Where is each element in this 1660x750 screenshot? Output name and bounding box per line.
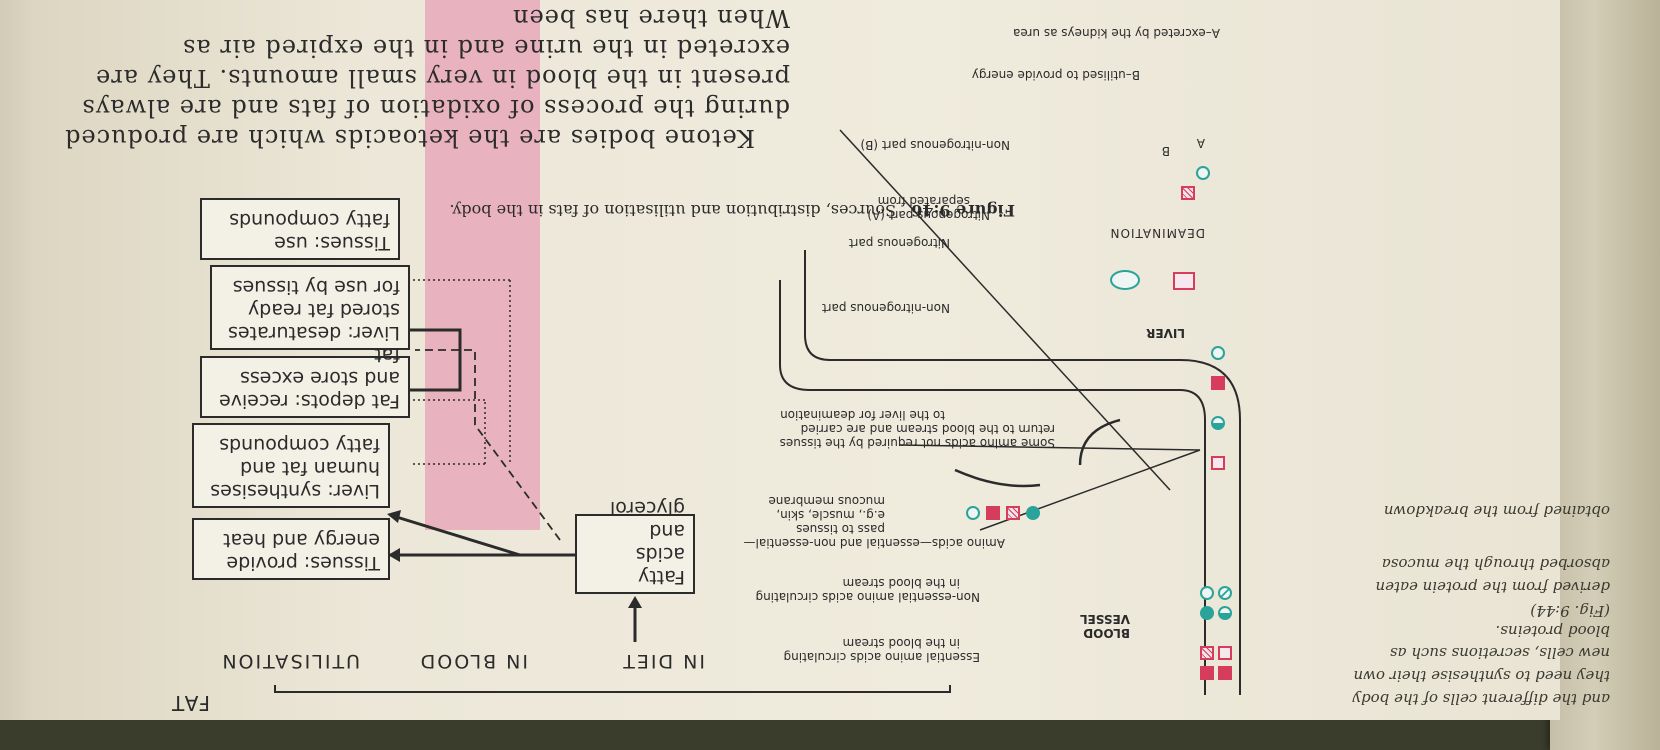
- essential-label-line: Essential amino acids circulating: [783, 650, 980, 664]
- liver-symbol: [1110, 270, 1140, 290]
- body-line: during the process of oxidation of fats …: [81, 94, 790, 122]
- non-essential-symbol: [1218, 606, 1232, 620]
- tissue-symbol: [1026, 506, 1040, 520]
- tissue-curve-1: [1078, 418, 1121, 466]
- letter-b: B: [1161, 144, 1170, 158]
- a-excreted-label: A–excreted by the kidneys as urea: [1013, 26, 1220, 40]
- tissue-curve-2: [954, 468, 1041, 488]
- liver-branch-line-2: [899, 444, 1201, 451]
- some-amino-line: to the liver for deamination: [780, 408, 945, 422]
- fatty-to-liver-line: [389, 513, 521, 557]
- fat-depots-line: Fat depots: receive: [219, 390, 400, 412]
- body-line: present in the blood in very small amoun…: [95, 64, 790, 92]
- tissues-use-box: Tissues: use fatty compounds: [200, 198, 400, 260]
- liver-label: LIVER: [1146, 326, 1185, 340]
- tissues-energy-box: Tissues: provide energy and heat: [192, 518, 390, 580]
- fatty-acids-line: glycerol: [609, 497, 685, 519]
- liver-branch-line-3: [839, 129, 1171, 491]
- b-utilised-label: B–utilised to provide energy: [971, 68, 1140, 82]
- fatty-acids-line: Fatty acids: [635, 543, 685, 588]
- depots-loop-line: [405, 328, 462, 392]
- non-nitro-b-label-2: Non-nitrogenous part (B): [860, 138, 1010, 152]
- liver-arrow-head: [387, 510, 401, 523]
- essential-symbol: [1218, 646, 1232, 660]
- some-amino-line: return to the blood stream and are carri…: [800, 422, 1055, 436]
- liver-desaturates-box: Liver: desaturates stored fat ready for …: [210, 265, 410, 350]
- non-essential-line: Non-essential amino acids circulating: [755, 590, 980, 604]
- amino-pass-label: Amino acids—essential and non-essential—…: [744, 494, 1005, 550]
- energy-arrow-head: [388, 548, 400, 562]
- deamination-symbol: [1196, 166, 1210, 180]
- vessel-symbol: [1211, 376, 1225, 390]
- fat-col-utilisation: UTILISATION: [220, 650, 360, 672]
- fat-col-diet: IN DIET: [621, 650, 705, 672]
- body-line: Ketone bodies are the ketoacids which ar…: [64, 124, 755, 152]
- some-amino-label: Some amino acids not required by the tis…: [780, 408, 1055, 450]
- liver-desat-line: stored fat ready: [247, 299, 400, 321]
- tissues-energy-line: energy and heat: [223, 529, 380, 551]
- non-essential-symbol: [1200, 586, 1214, 600]
- liver-desat-line: Liver: desaturates: [228, 322, 400, 344]
- fat-header-bracket: [274, 685, 951, 693]
- vessel-label: VESSEL: [1079, 612, 1130, 626]
- liver-desat-line: for use by tissues: [232, 276, 400, 298]
- liver-symbol: [1173, 272, 1195, 290]
- liver-synth-line: fatty compounds: [219, 434, 380, 456]
- some-amino-line: Some amino acids not required by the tis…: [779, 436, 1055, 450]
- liver-synth-line: Liver: synthesises: [210, 480, 380, 502]
- dashed-line-desat: [415, 349, 561, 541]
- liver-synth-line: human fat and: [240, 457, 380, 479]
- body-line: excreted in the urine and in the expired…: [182, 34, 790, 62]
- figure-caption: Figure 9:46 Sources, distribution and ut…: [449, 201, 1015, 220]
- tissues-use-line: Tissues: use: [274, 232, 390, 254]
- essential-label: Essential amino acids circulating in the…: [784, 636, 980, 664]
- fat-depots-box: Fat depots: receive and store excess fat: [200, 344, 410, 418]
- vessel-symbol: [1211, 456, 1225, 470]
- non-essential-symbol: [1218, 586, 1232, 600]
- liver-synth-box: Liver: synthesises human fat and fatty c…: [192, 423, 390, 508]
- nitrogenous-label: Nitrogenous part: [848, 236, 950, 250]
- figure-label: Figure 9:46: [911, 201, 1015, 220]
- fat-title: FAT: [169, 691, 210, 715]
- non-essential-label: Non-essential amino acids circulating in…: [755, 576, 980, 604]
- tissue-symbol: [1006, 506, 1020, 520]
- vessel-symbol: [1211, 346, 1225, 360]
- diet-arrow-head: [628, 596, 642, 608]
- tissues-energy-line: Tissues: provide: [226, 552, 380, 574]
- diagram-lines: [274, 129, 1241, 695]
- non-essential-symbol: [1200, 606, 1214, 620]
- figure-text: Sources, distribution and utilisation of…: [449, 201, 896, 220]
- tissues-use-line: fatty compounds: [229, 209, 390, 231]
- tissue-symbol: [966, 506, 980, 520]
- essential-label-line: in the blood stream: [842, 636, 960, 650]
- fat-col-blood: IN BLOOD: [418, 650, 528, 672]
- letter-a: A: [1196, 136, 1205, 150]
- deamination-label: DEAMINATION: [1109, 226, 1205, 240]
- essential-symbol: [1218, 666, 1232, 680]
- blood-vessel-label: BLOOD VESSEL: [1080, 612, 1130, 640]
- deamination-symbol: [1181, 186, 1195, 200]
- fatty-acids-line: and: [649, 520, 685, 542]
- body-line: When there has been: [512, 4, 790, 32]
- blood-vessel-outline-bottom: [804, 250, 1241, 695]
- essential-symbol: [1200, 646, 1214, 660]
- essential-symbol: [1200, 666, 1214, 680]
- blood-vessel-outline-top: [779, 280, 1206, 695]
- non-essential-line: in the blood stream: [842, 576, 960, 590]
- amino-pass-line: Amino acids—essential and non-essential—: [743, 536, 1005, 550]
- non-nitrogenous-label: Non-nitrogenous part: [821, 301, 950, 315]
- tissue-symbol: [986, 506, 1000, 520]
- amino-pass-line: pass to tissues: [796, 522, 885, 536]
- amino-pass-line: mucous membrane: [768, 494, 885, 508]
- fatty-acids-box: Fatty acids and glycerol: [575, 497, 695, 594]
- blood-label: BLOOD: [1083, 626, 1130, 640]
- vessel-symbol: [1211, 416, 1225, 430]
